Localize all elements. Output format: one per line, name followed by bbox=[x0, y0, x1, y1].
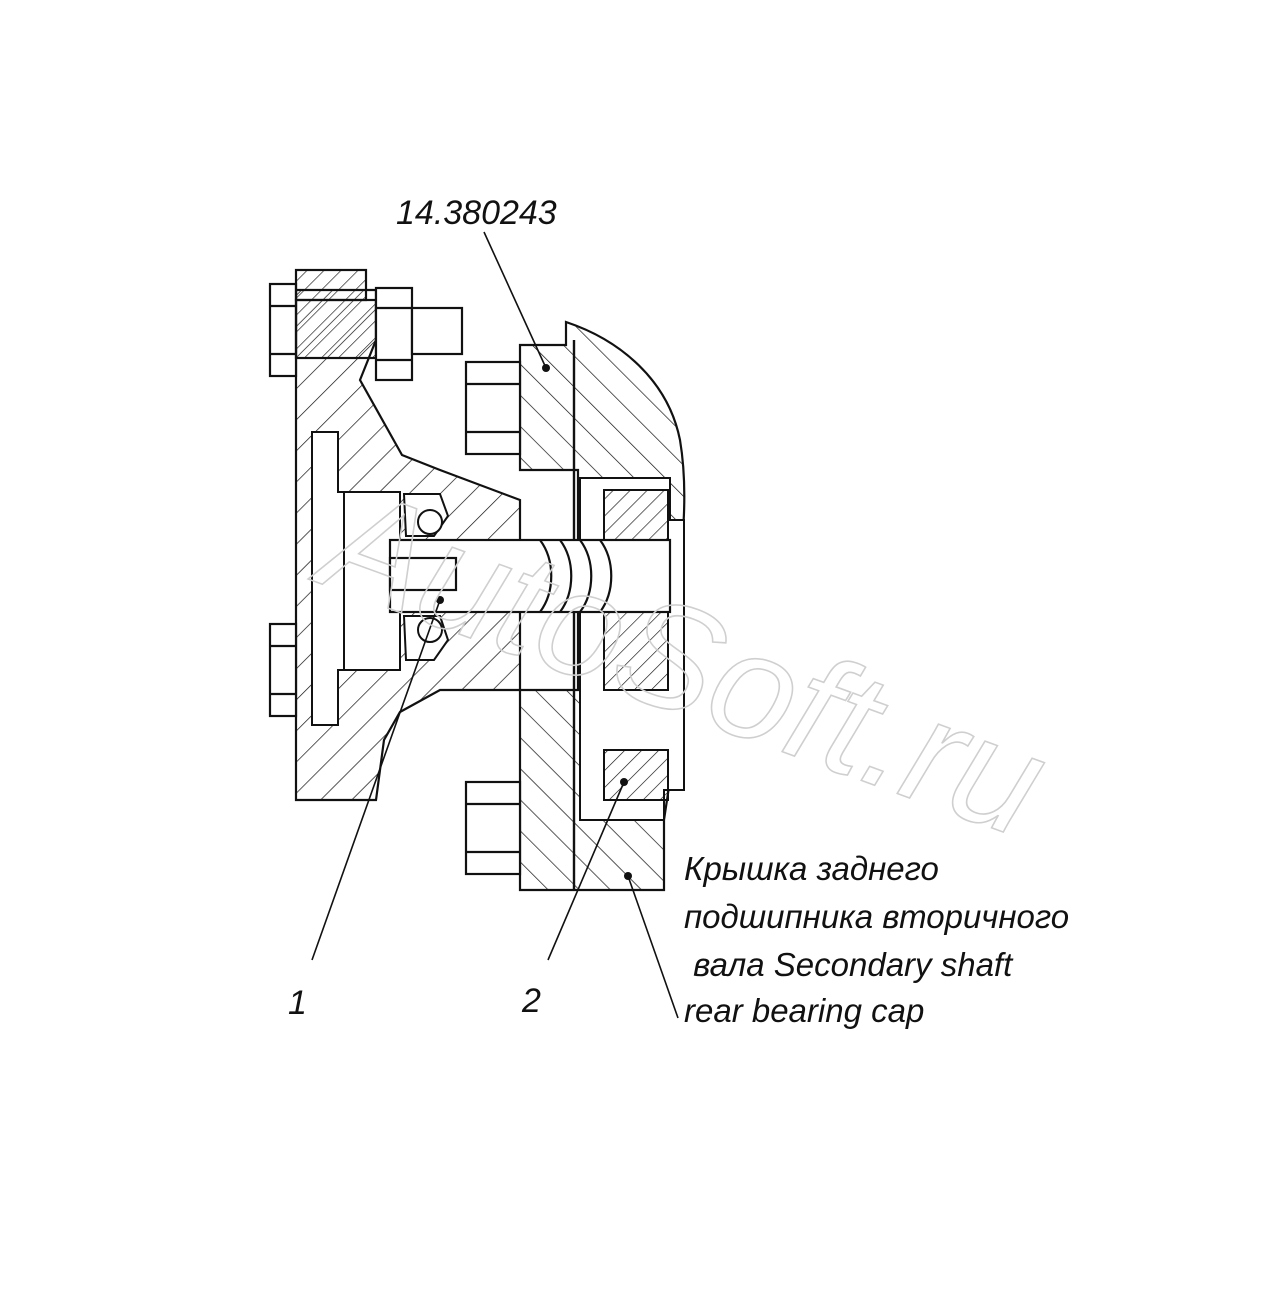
top-bolt bbox=[268, 268, 464, 382]
part-caption: Крышка заднего подшипника вторичного вал… bbox=[684, 850, 1069, 1029]
cap-bolts bbox=[464, 360, 522, 876]
flange-cavity bbox=[311, 431, 401, 726]
callout-2: 2 bbox=[521, 982, 541, 1020]
leader-lines bbox=[311, 231, 679, 1019]
bearing-rings bbox=[603, 489, 669, 801]
bottom-left-bolt bbox=[268, 622, 298, 718]
leader-dots bbox=[436, 364, 632, 880]
caption-line-2: подшипника вторичного bbox=[684, 898, 1069, 935]
caption-line-1: Крышка заднего bbox=[684, 850, 939, 887]
callout-1: 1 bbox=[288, 984, 307, 1022]
caption-line-3: вала Secondary shaft bbox=[684, 946, 1014, 983]
part-number-label: 14.380243 bbox=[396, 194, 557, 232]
caption-line-4: rear bearing cap bbox=[684, 992, 924, 1029]
